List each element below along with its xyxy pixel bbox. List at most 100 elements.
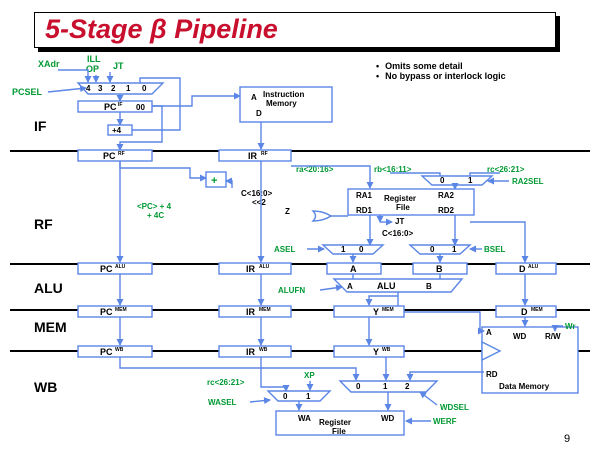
pc-mem-register: PC MEM bbox=[77, 274, 153, 318]
pc-if-register: PC IF 00 bbox=[77, 94, 153, 113]
plus4-label: +4 bbox=[112, 126, 122, 135]
ir-mem-register: IR MEM bbox=[218, 274, 292, 318]
page-title: 5-Stage β Pipeline bbox=[45, 14, 278, 44]
ill-label: ILL bbox=[87, 54, 101, 64]
pc-target-2: + 4C bbox=[147, 211, 164, 220]
pcsel-select-arrow bbox=[47, 85, 87, 93]
branch-adder-plus: + bbox=[211, 175, 217, 187]
stage-label-alu: ALU bbox=[34, 280, 63, 296]
asel-label: ASEL bbox=[274, 245, 295, 254]
asel-in-0: 0 bbox=[359, 245, 364, 254]
stage-label-mem: MEM bbox=[34, 319, 67, 335]
y-wb-sup: WB bbox=[382, 347, 391, 353]
jt-label: JT bbox=[113, 61, 124, 71]
ir-rf-sup: RF bbox=[261, 151, 268, 157]
pc-alu-register: PC ALU bbox=[77, 161, 153, 275]
plus4-adder: +4 bbox=[107, 112, 133, 136]
pc-if-sup: IF bbox=[118, 102, 122, 108]
pc-mem-sup: MEM bbox=[115, 307, 127, 313]
note-omits-detail: Omits some detail bbox=[376, 61, 463, 71]
branch-adder: + C<16:0> <<2 <PC> + 4 + 4C bbox=[119, 161, 272, 220]
dm-rw: R/W bbox=[545, 332, 561, 341]
rf-rd1: RD1 bbox=[356, 206, 373, 215]
stage-label-if: IF bbox=[34, 118, 47, 134]
ra2sel-in-1: 1 bbox=[468, 176, 473, 185]
y-wb-register: Y WB bbox=[333, 317, 405, 358]
rc-field: rc<26:21> bbox=[487, 165, 525, 174]
ir-alu-register: IR ALU bbox=[218, 161, 292, 275]
xp-label: XP bbox=[304, 371, 315, 380]
ir-alu-label: IR bbox=[246, 264, 256, 274]
ra2sel-label: RA2SEL bbox=[512, 177, 544, 186]
wdsel-in-0: 0 bbox=[356, 382, 361, 391]
d-mem-register: D MEM bbox=[495, 274, 557, 318]
pc-alu-label: PC bbox=[100, 264, 113, 274]
y-mem-sup: MEM bbox=[382, 307, 394, 313]
pcsel-mux: XAdr ILL OP JT 4 3 2 1 0 PCSEL bbox=[12, 54, 165, 97]
ir-wb-sup: WB bbox=[259, 347, 268, 353]
pcsel-input-1: 1 bbox=[126, 84, 131, 93]
wb-rc-field: rc<26:21> bbox=[207, 378, 245, 387]
branch-const: C<16:0> bbox=[241, 189, 272, 198]
note-no-bypass: No bypass or interlock logic bbox=[376, 71, 506, 81]
pc-wb-sup: WB bbox=[115, 347, 124, 353]
pcsel-input-3: 3 bbox=[98, 84, 103, 93]
y-wb-label: Y bbox=[373, 347, 379, 357]
bsel-mux: BSEL 0 1 bbox=[408, 215, 529, 263]
y-mem-label: Y bbox=[373, 307, 379, 317]
imem-a: A bbox=[251, 93, 257, 102]
bsel-in-0: 0 bbox=[430, 245, 435, 254]
pc-wb-label: PC bbox=[100, 347, 113, 357]
wasel-label: WASEL bbox=[208, 398, 237, 407]
wdsel-mux: 0 1 2 WDSEL bbox=[119, 357, 484, 412]
ir-rf-label: IR bbox=[248, 151, 258, 161]
pcsel-label: PCSEL bbox=[12, 87, 43, 97]
wb-rf-wa: WA bbox=[298, 414, 311, 423]
alu-label: ALU bbox=[377, 281, 396, 291]
data-memory: A WD R/W Wr RD Data Memory bbox=[404, 311, 579, 394]
ir-mem-label: IR bbox=[246, 307, 256, 317]
pcsel-input-0: 0 bbox=[142, 84, 147, 93]
imem-title-1: Instruction bbox=[263, 90, 304, 99]
xadr-wire bbox=[58, 69, 92, 83]
alu-in-b: B bbox=[426, 282, 432, 291]
wr-label: Wr bbox=[565, 322, 576, 331]
pcsel-input-2: 2 bbox=[111, 84, 116, 93]
page-number: 9 bbox=[564, 433, 571, 445]
ir-alu-sup: ALU bbox=[259, 264, 270, 270]
wdsel-in-2: 2 bbox=[405, 382, 410, 391]
rf-ra2: RA2 bbox=[438, 191, 455, 200]
dm-rd: RD bbox=[486, 370, 498, 379]
pcsel-mux-shape bbox=[76, 82, 165, 95]
title-box: 5-Stage β Pipeline bbox=[34, 12, 556, 48]
dm-a: A bbox=[486, 328, 492, 337]
wdsel-in-1: 1 bbox=[383, 382, 388, 391]
pc-alu-sup: ALU bbox=[115, 264, 126, 270]
stage-label-wb: WB bbox=[34, 379, 58, 395]
rb-field: rb<16:11> bbox=[374, 165, 412, 174]
ra-field: ra<20:16> bbox=[296, 165, 334, 174]
register-file-write: WA WD Register File WERF bbox=[275, 410, 457, 436]
z-label: Z bbox=[285, 207, 290, 216]
pc-target-1: <PC> + 4 bbox=[137, 202, 172, 211]
c-imm: C<16:0> bbox=[382, 229, 413, 238]
pc-mem-label: PC bbox=[100, 307, 113, 317]
rf-rd2: RD2 bbox=[438, 206, 455, 215]
pcsel-input-4: 4 bbox=[86, 84, 91, 93]
d-alu-sup: ALU bbox=[528, 264, 539, 270]
register-file-read: RA1 RA2 Register File RD1 RD2 bbox=[347, 188, 475, 216]
d-mem-label: D bbox=[521, 307, 528, 317]
wasel-in-0: 0 bbox=[283, 392, 288, 401]
pc-if-label: PC bbox=[104, 102, 117, 112]
rf-title-1: Register bbox=[384, 194, 416, 203]
pc-rf-register: PC RF bbox=[77, 149, 153, 162]
rf-title-2: File bbox=[396, 203, 410, 212]
imem-d: D bbox=[256, 109, 262, 118]
ra2sel-in-0: 0 bbox=[440, 176, 445, 185]
stage-label-rf: RF bbox=[34, 216, 53, 232]
alu-unit: A ALU B ALUFN bbox=[278, 274, 464, 309]
op-label: OP bbox=[86, 64, 99, 74]
a-register: A bbox=[326, 262, 382, 275]
werf-label: WERF bbox=[433, 417, 457, 426]
